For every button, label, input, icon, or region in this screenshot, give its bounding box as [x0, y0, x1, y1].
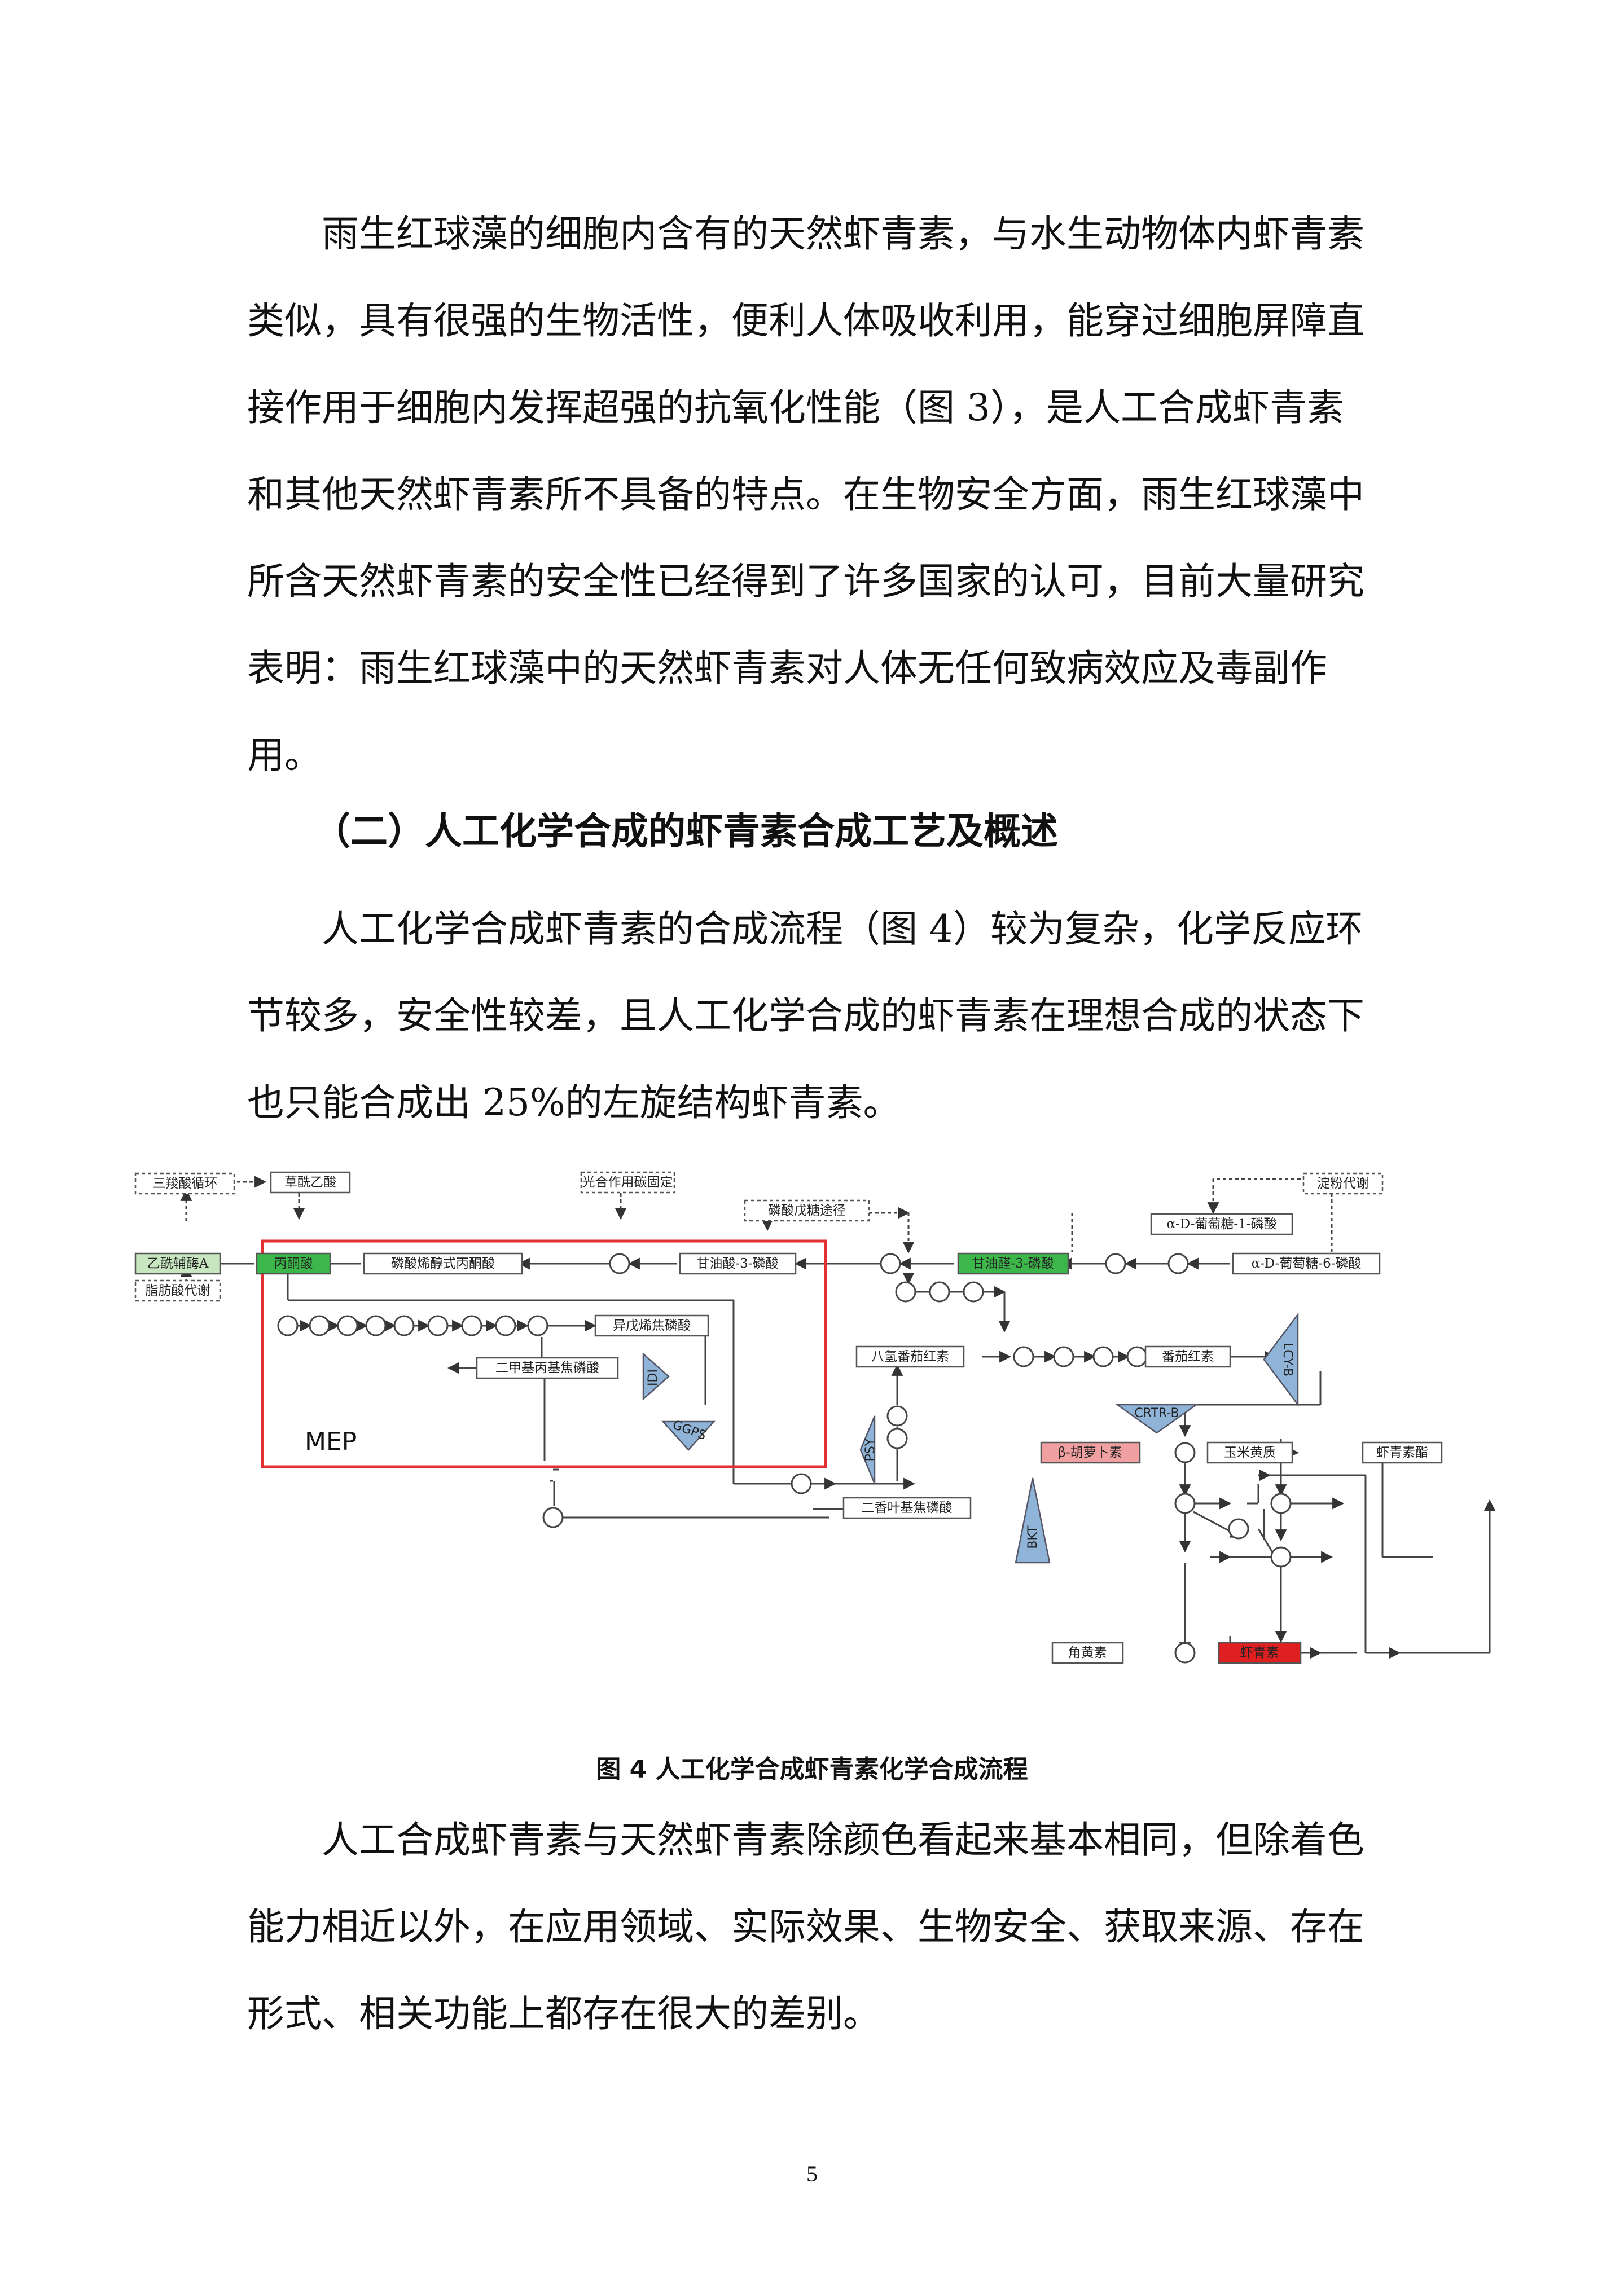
paragraph-line: 人工化学合成虾青素的合成流程（图 4）较为复杂，化学反应环 [322, 907, 1363, 951]
node-box-astaxanthin [1218, 1642, 1302, 1664]
node-box-dmapp [476, 1357, 619, 1379]
node-box-ppp [744, 1199, 870, 1222]
paragraph-line: 形式、相关功能上都存在很大的差别。 [247, 1992, 880, 2035]
label-acetylcoa: 乙酰辅酶A [147, 1256, 209, 1271]
label-dmapp: 二甲基丙基焦磷酸 [495, 1361, 599, 1375]
paragraph-line: 能力相近以外，在应用领域、实际效果、生物安全、获取来源、存在 [247, 1905, 1364, 1948]
label-starch: 淀粉代谢 [1317, 1176, 1369, 1191]
label-fatty: 脂肪酸代谢 [146, 1283, 210, 1298]
paragraph-line: 所含天然虾青素的安全性已经得到了许多国家的认可，目前大量研究 [247, 560, 1364, 603]
paragraph-line: 人工合成虾青素与天然虾青素除颜色看起来基本相同，但除着色 [322, 1818, 1364, 1862]
node-box-g3p [679, 1252, 797, 1275]
paragraph-2: 人工化学合成虾青素的合成流程（图 4）较为复杂，化学反应环 节较多，安全性较差，… [247, 886, 1393, 1146]
paragraph-line: 表明：雨生红球藻中的天然虾青素对人体无任何致病效应及毒副作 [247, 646, 1327, 690]
enzyme-ggps-shape [661, 1420, 716, 1451]
label-ipp: 异戊烯焦磷酸 [613, 1318, 691, 1333]
mep-highlight-box [261, 1239, 827, 1468]
paragraph-line: 接作用于细胞内发挥超强的抗氧化性能（图 3），是人工合成虾青素 [247, 386, 1344, 429]
label-betacarotene: β-胡萝卜素 [1058, 1445, 1122, 1460]
label-astaxanthin: 虾青素 [1240, 1646, 1279, 1660]
label-ester: 虾青素酯 [1376, 1445, 1428, 1460]
label-enzyme-idi: IDI [646, 1369, 660, 1386]
node-box-photosynthesis [580, 1171, 675, 1194]
node-box-ggpp [842, 1497, 972, 1519]
node-box-betacarotene [1040, 1441, 1141, 1464]
paragraph-1: 雨生红球藻的细胞内含有的天然虾青素，与水生动物体内虾青素 类似，具有很强的生物活… [247, 191, 1393, 799]
enzyme-lcyb-shape [1263, 1312, 1299, 1407]
node-box-fatty [134, 1279, 221, 1302]
label-ppp: 磷酸戊糖途径 [768, 1203, 846, 1218]
label-tca: 三羧酸循环 [153, 1176, 218, 1191]
node-box-ipp [594, 1314, 709, 1337]
node-box-acetylcoa [134, 1252, 221, 1275]
node-box-lycopene [1144, 1345, 1231, 1368]
label-pep: 磷酸烯醇式丙酮酸 [391, 1256, 495, 1271]
node-box-starch [1302, 1172, 1384, 1195]
paragraph-line: 用。 [247, 733, 322, 777]
node-box-g1p [1150, 1213, 1293, 1235]
label-lycopene: 番茄红素 [1162, 1349, 1214, 1364]
mep-label: MEP [305, 1427, 357, 1456]
label-enzyme-lcyb: LCY-B [1280, 1343, 1294, 1376]
label-enzyme-psy: PSY [863, 1438, 877, 1461]
label-ga3p: 甘油醛-3-磷酸 [972, 1256, 1054, 1271]
label-g1p: α-D-葡萄糖-1-磷酸 [1166, 1217, 1276, 1231]
node-box-ga3p [957, 1252, 1069, 1275]
node-box-g6p [1232, 1252, 1381, 1275]
label-g6p: α-D-葡萄糖-6-磷酸 [1251, 1256, 1361, 1271]
enzyme-crtrb-shape [1115, 1404, 1199, 1434]
node-box-zeaxanthin [1206, 1441, 1293, 1464]
label-ggpp: 二香叶基焦磷酸 [862, 1501, 953, 1515]
section-heading: （二）人工化学合成的虾青素合成工艺及概述 [313, 810, 1058, 853]
node-box-pyruvate [256, 1252, 331, 1275]
label-pyruvate: 丙酮酸 [274, 1256, 313, 1271]
paragraph-line: 雨生红球藻的细胞内含有的天然虾青素，与水生动物体内虾青素 [322, 212, 1364, 256]
paragraph-line: 节较多，安全性较差，且人工化学合成的虾青素在理想合成的状态下 [247, 994, 1364, 1037]
enzyme-idi-shape [642, 1352, 670, 1401]
synthesis-pathway-diagram: MEP [134, 1171, 1496, 1664]
paragraph-line: 也只能合成出 25%的左旋结构虾青素。 [247, 1081, 901, 1124]
enzyme-bkt-shape [1015, 1477, 1051, 1564]
label-enzyme-bkt: BKT [1026, 1525, 1040, 1549]
label-photosynthesis: 光合作用碳固定 [582, 1175, 673, 1190]
label-enzyme-crtrb: CRTR-B [1134, 1406, 1179, 1420]
node-box-tca [134, 1172, 235, 1195]
node-box-canthaxanthin [1051, 1642, 1124, 1664]
node-box-oxaloacetate [270, 1171, 351, 1194]
paragraph-line: 类似，具有很强的生物活性，便利人体吸收利用，能穿过细胞屏障直 [247, 299, 1364, 342]
label-g3p: 甘油酸-3-磷酸 [696, 1256, 778, 1271]
label-oxaloacetate: 草酰乙酸 [284, 1175, 336, 1190]
figure-caption: 图 4 人工化学合成虾青素化学合成流程 [596, 1755, 1028, 1784]
node-box-ester [1362, 1441, 1443, 1464]
paragraph-line: 和其他天然虾青素所不具备的特点。在生物安全方面，雨生红球藻中 [247, 473, 1364, 516]
label-zeaxanthin: 玉米黄质 [1224, 1445, 1276, 1460]
enzyme-psy-shape [859, 1415, 876, 1484]
connector-lines [180, 1176, 1496, 1659]
node-box-pep [363, 1252, 523, 1275]
node-box-phytoene [855, 1345, 965, 1368]
label-canthaxanthin: 角黄素 [1068, 1646, 1107, 1660]
page-number: 5 [806, 2161, 818, 2187]
label-phytoene: 八氢番茄红素 [871, 1349, 949, 1364]
paragraph-3: 人工合成虾青素与天然虾青素除颜色看起来基本相同，但除着色 能力相近以外，在应用领… [247, 1797, 1393, 2057]
